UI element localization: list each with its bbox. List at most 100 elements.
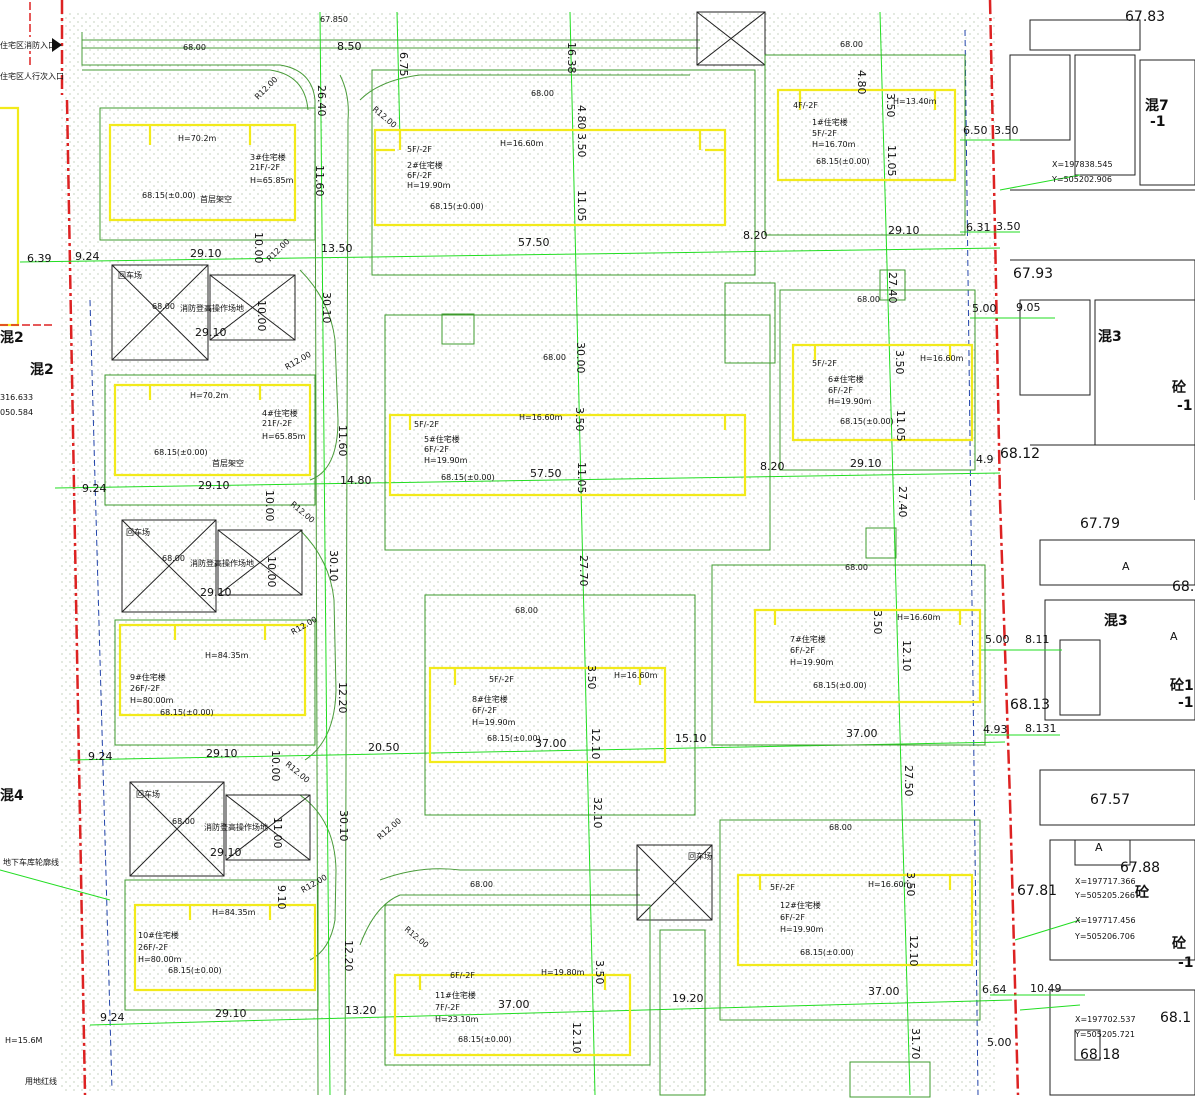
- fire-entrance-arrow-icon: [52, 38, 62, 52]
- b6-elev: 68.15(±0.00): [840, 417, 894, 426]
- b2-top: H=16.60m: [500, 139, 544, 148]
- dim-3-50-b1: 3.50: [884, 93, 897, 118]
- block-w3: 混4: [0, 788, 24, 804]
- b10-floors: 26F/-2F: [138, 943, 168, 952]
- building-outlines: [108, 88, 982, 1057]
- dim-6-39: 6.39: [27, 252, 52, 265]
- b11-above: 6F/-2F: [450, 971, 475, 980]
- elev-e9: 67.81: [1017, 883, 1057, 899]
- dim-10-00-d: 10.00: [265, 556, 278, 588]
- dim-11-05-b6: 11.05: [894, 410, 907, 442]
- b4-note: 首层架空: [212, 458, 244, 468]
- pedestrian-entrance-label: 住宅区人行次入口: [0, 71, 64, 81]
- dim-4-93: 4.93: [983, 723, 1008, 736]
- turnaround-label-1: 回车场: [118, 270, 142, 280]
- b5-name: 5#住宅楼: [424, 434, 460, 444]
- b6-above: 5F/-2F: [812, 359, 837, 368]
- b4-elev: 68.15(±0.00): [154, 448, 208, 457]
- dim-12-20-a: 12.20: [336, 682, 349, 714]
- mark-a2: A: [1095, 841, 1103, 854]
- dim-11-60: 11.60: [313, 165, 326, 197]
- elev-e10: 68.1: [1160, 1010, 1191, 1026]
- b12-elev: 68.15(±0.00): [800, 948, 854, 957]
- neighbour-labels: 67.83 67.93 68.12 67.79 68. 68.13 67.57 …: [0, 9, 1194, 1063]
- dim-12-10-b8: 12.10: [589, 728, 602, 760]
- b12-top: H=16.60m: [868, 880, 912, 889]
- b3-top: H=70.2m: [178, 134, 217, 143]
- dim-5-00-b: 5.00: [985, 633, 1010, 646]
- dim-3-50-b2: 3.50: [575, 133, 588, 158]
- elev-e2: 67.93: [1013, 266, 1053, 282]
- firework-label-3: 消防登高操作场地: [204, 822, 268, 832]
- dim-11-05-b2: 11.05: [575, 190, 588, 222]
- dim-27-40-a: 27.40: [886, 272, 899, 304]
- dim-29-10-g: 29.10: [206, 747, 238, 760]
- dim-57-50: 57.50: [518, 236, 550, 249]
- b5-floors: 6F/-2F: [424, 445, 449, 454]
- elev-e3: 68.12: [1000, 446, 1040, 462]
- dim-12-20-b: 12.20: [342, 940, 355, 972]
- dim-8-20: 8.20: [743, 229, 768, 242]
- plaza-level-3: 68.00: [172, 817, 195, 826]
- dim-30-10c: 30.10: [337, 810, 350, 842]
- b11-elev: 68.15(±0.00): [458, 1035, 512, 1044]
- level-b8: 68.00: [515, 606, 538, 615]
- b5-top: H=16.60m: [519, 413, 563, 422]
- b9-height: H=80.00m: [130, 696, 174, 705]
- b11-name: 11#住宅楼: [435, 990, 476, 1000]
- dim-13-50: 13.50: [321, 242, 353, 255]
- dim-30-10: 30.10: [320, 292, 333, 324]
- b5-height: H=19.90m: [424, 456, 468, 465]
- west-building: [0, 106, 20, 327]
- dim-8-131: 8.131: [1025, 722, 1057, 735]
- elev-e11: 68.18: [1080, 1047, 1120, 1063]
- dim-9-24-d: 9.24: [100, 1011, 125, 1024]
- fire-entrance-label: 住宅区消防入口: [0, 40, 56, 50]
- dim-37-00-b11: 37.00: [498, 998, 530, 1011]
- b10-top: H=84.35m: [212, 908, 256, 917]
- coord-1x: X=197838.545: [1052, 160, 1113, 169]
- b2-above: 5F/-2F: [407, 145, 432, 154]
- dim-9-10: 9.10: [275, 885, 288, 910]
- dim-57-50b: 57.50: [530, 467, 562, 480]
- dim-11-05-b5: 11.05: [575, 462, 588, 494]
- b10-elev: 68.15(±0.00): [168, 966, 222, 975]
- dim-29-10-i: 29.10: [215, 1007, 247, 1020]
- b2-elev: 68.15(±0.00): [430, 202, 484, 211]
- west-redline: [60, 0, 87, 1096]
- coord-1y: Y=505202.906: [1051, 175, 1112, 184]
- b3-note: 首层架空: [200, 194, 232, 204]
- elev-e1: 67.83: [1125, 9, 1165, 25]
- b7-top: H=16.60m: [897, 613, 941, 622]
- coord-2x: X=197717.366: [1075, 877, 1136, 886]
- b7-height: H=19.90m: [790, 658, 834, 667]
- b4-name: 4#住宅楼: [262, 408, 298, 418]
- dim-11-60b: 11.60: [336, 425, 349, 457]
- b2-name: 2#住宅楼: [407, 160, 443, 170]
- dim-31-70: 31.70: [909, 1028, 922, 1060]
- dim-3-50-r1: 3.50: [996, 220, 1021, 233]
- dim-27-40-b: 27.40: [896, 486, 909, 518]
- west-strip: [0, 40, 55, 1101]
- elev-e6: 68.13: [1010, 697, 1050, 713]
- internal-roads: [81, 32, 700, 1096]
- dim-9-24-b: 9.24: [82, 482, 107, 495]
- dim-14-80: 14.80: [340, 474, 372, 487]
- block-t6: 砼: [1135, 884, 1150, 901]
- dim-30-00: 30.00: [574, 342, 587, 374]
- plaza-level-1: 68.00: [152, 302, 175, 311]
- turnaround-label-2: 回车场: [126, 527, 150, 537]
- turnaround-label-4: 回车场: [688, 851, 712, 861]
- dim-37-00-b12: 37.00: [868, 985, 900, 998]
- level-b11: 68.00: [470, 880, 493, 889]
- dim-30-10b: 30.10: [327, 550, 340, 582]
- b8-elev: 68.15(±0.00): [487, 734, 541, 743]
- east-redline: [988, 0, 1020, 1096]
- dim-3-50-b8: 3.50: [585, 665, 598, 690]
- dim-3-50-b12: 3.50: [904, 872, 917, 897]
- dim-27-50: 27.50: [902, 765, 915, 797]
- dim-10-00-c: 10.00: [263, 490, 276, 522]
- block-t3b: -1: [1177, 398, 1193, 414]
- dim-29-10-c: 29.10: [190, 247, 222, 260]
